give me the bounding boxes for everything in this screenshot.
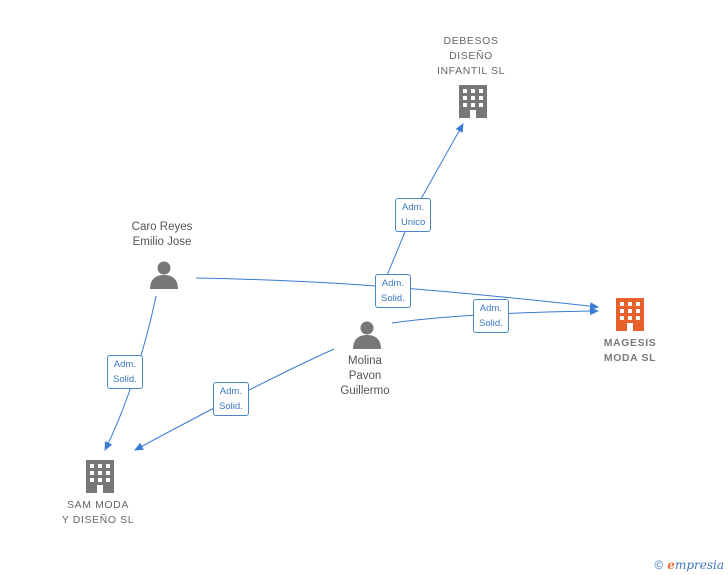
person-label-molina[interactable]: Molina Pavon Guillermo bbox=[340, 355, 390, 397]
company-label-debesos[interactable]: DEBESOS DISEÑO INFANTIL SL bbox=[436, 35, 506, 77]
company-label-magesis[interactable]: MAGESIS MODA SL bbox=[603, 337, 657, 364]
building-icon[interactable] bbox=[86, 460, 114, 493]
footer-brand[interactable]: © empresia bbox=[654, 558, 724, 572]
edge-caro-magesis[interactable] bbox=[195, 277, 599, 311]
copyright-icon: © bbox=[654, 558, 664, 572]
person-icon[interactable] bbox=[353, 321, 381, 350]
edge-label-molina-sam[interactable]: Adm. Solid. bbox=[213, 382, 249, 416]
building-icon[interactable] bbox=[459, 85, 487, 118]
edge-label-caro-magesis[interactable]: Adm. Solid. bbox=[375, 274, 411, 308]
edges bbox=[104, 123, 599, 451]
person-icon[interactable] bbox=[150, 261, 178, 290]
edge-label-molina-debesos[interactable]: Adm. Unico bbox=[395, 198, 432, 232]
edge-label-molina-magesis[interactable]: Adm. Solid. bbox=[473, 299, 509, 333]
brand-logo: empresia bbox=[667, 558, 724, 572]
edge-label-caro-sam[interactable]: Adm. Solid. bbox=[107, 355, 143, 389]
company-label-sam-moda[interactable]: SAM MODA Y DISEÑO SL bbox=[61, 499, 135, 526]
building-icon[interactable] bbox=[616, 298, 644, 331]
person-label-caro[interactable]: Caro Reyes Emilio Jose bbox=[131, 221, 193, 248]
